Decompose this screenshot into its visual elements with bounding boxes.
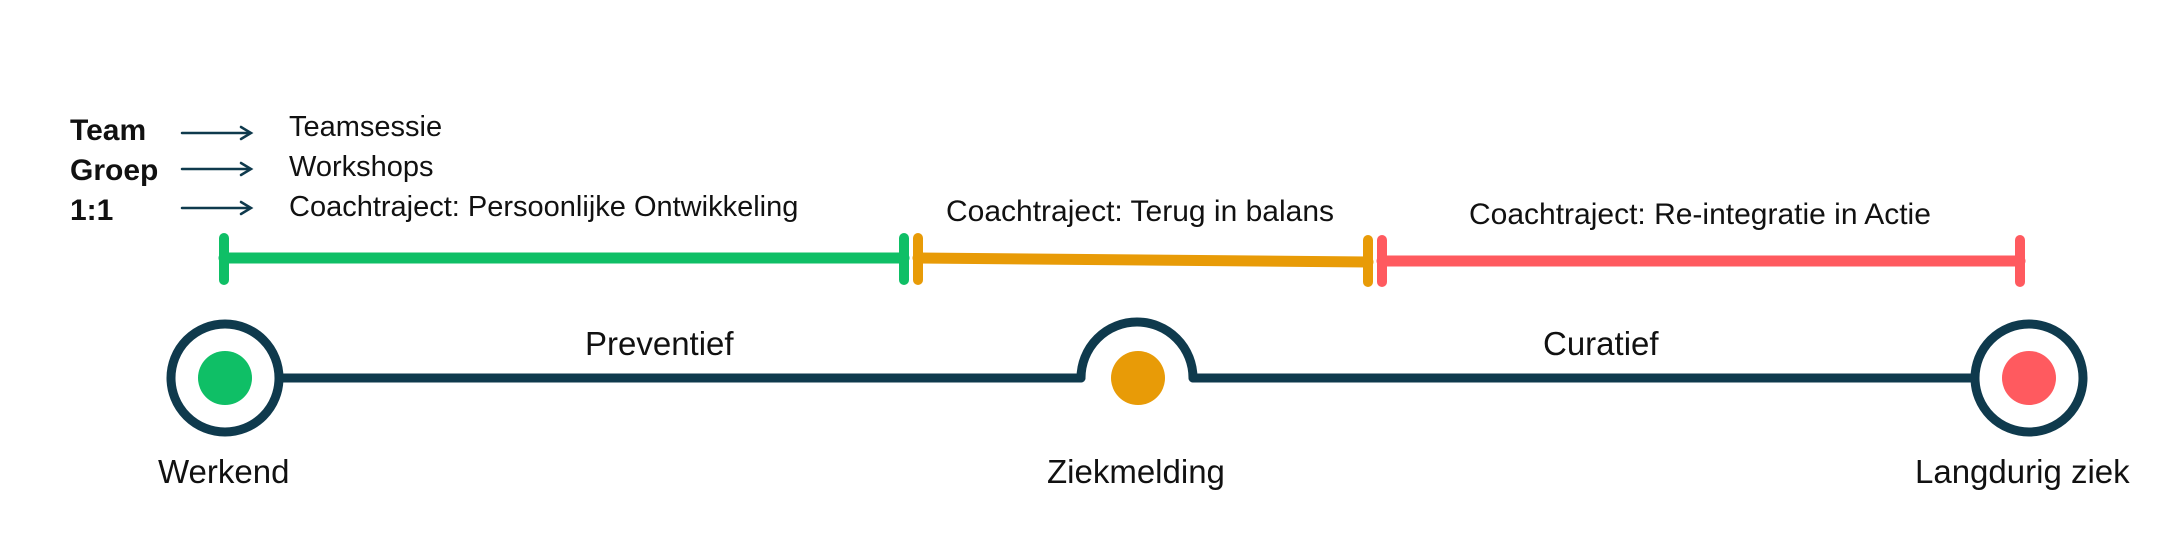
legend-arrow-groep [180,161,254,177]
legend-desc-groep: Workshops [289,151,434,183]
track-bar-red [1376,235,2026,287]
node-label-ziekmelding: Ziekmelding [1047,453,1225,490]
timeline-line [277,317,1980,383]
legend-label-team: Team [70,114,147,147]
node-ziekmelding-marker [1111,351,1165,405]
track-label-re-integratie: Coachtraject: Re-integratie in Actie [1469,198,1931,231]
node-langdurig-ziek-marker [1970,319,2088,437]
track-bar-orange [912,233,1374,287]
track-bar-green [218,233,910,285]
node-label-langdurig-ziek: Langdurig ziek [1915,453,2130,490]
legend-arrows [180,125,254,216]
legend-label-1-1: 1:1 [70,194,114,227]
legend-desc-team: Teamsessie [289,111,443,143]
phase-label-curatief: Curatief [1543,325,1659,362]
node-werkend-marker [166,319,284,437]
legend-arrow-team [180,125,254,141]
legend-desc-1-1: Coachtraject: Persoonlijke Ontwikkeling [289,191,799,223]
legend-label-groep: Groep [70,154,159,187]
track-label-terug-in-balans: Coachtraject: Terug in balans [946,195,1335,228]
phase-label-preventief: Preventief [585,325,734,362]
legend-arrow-1-1 [180,200,254,216]
node-label-werkend: Werkend [158,453,290,490]
